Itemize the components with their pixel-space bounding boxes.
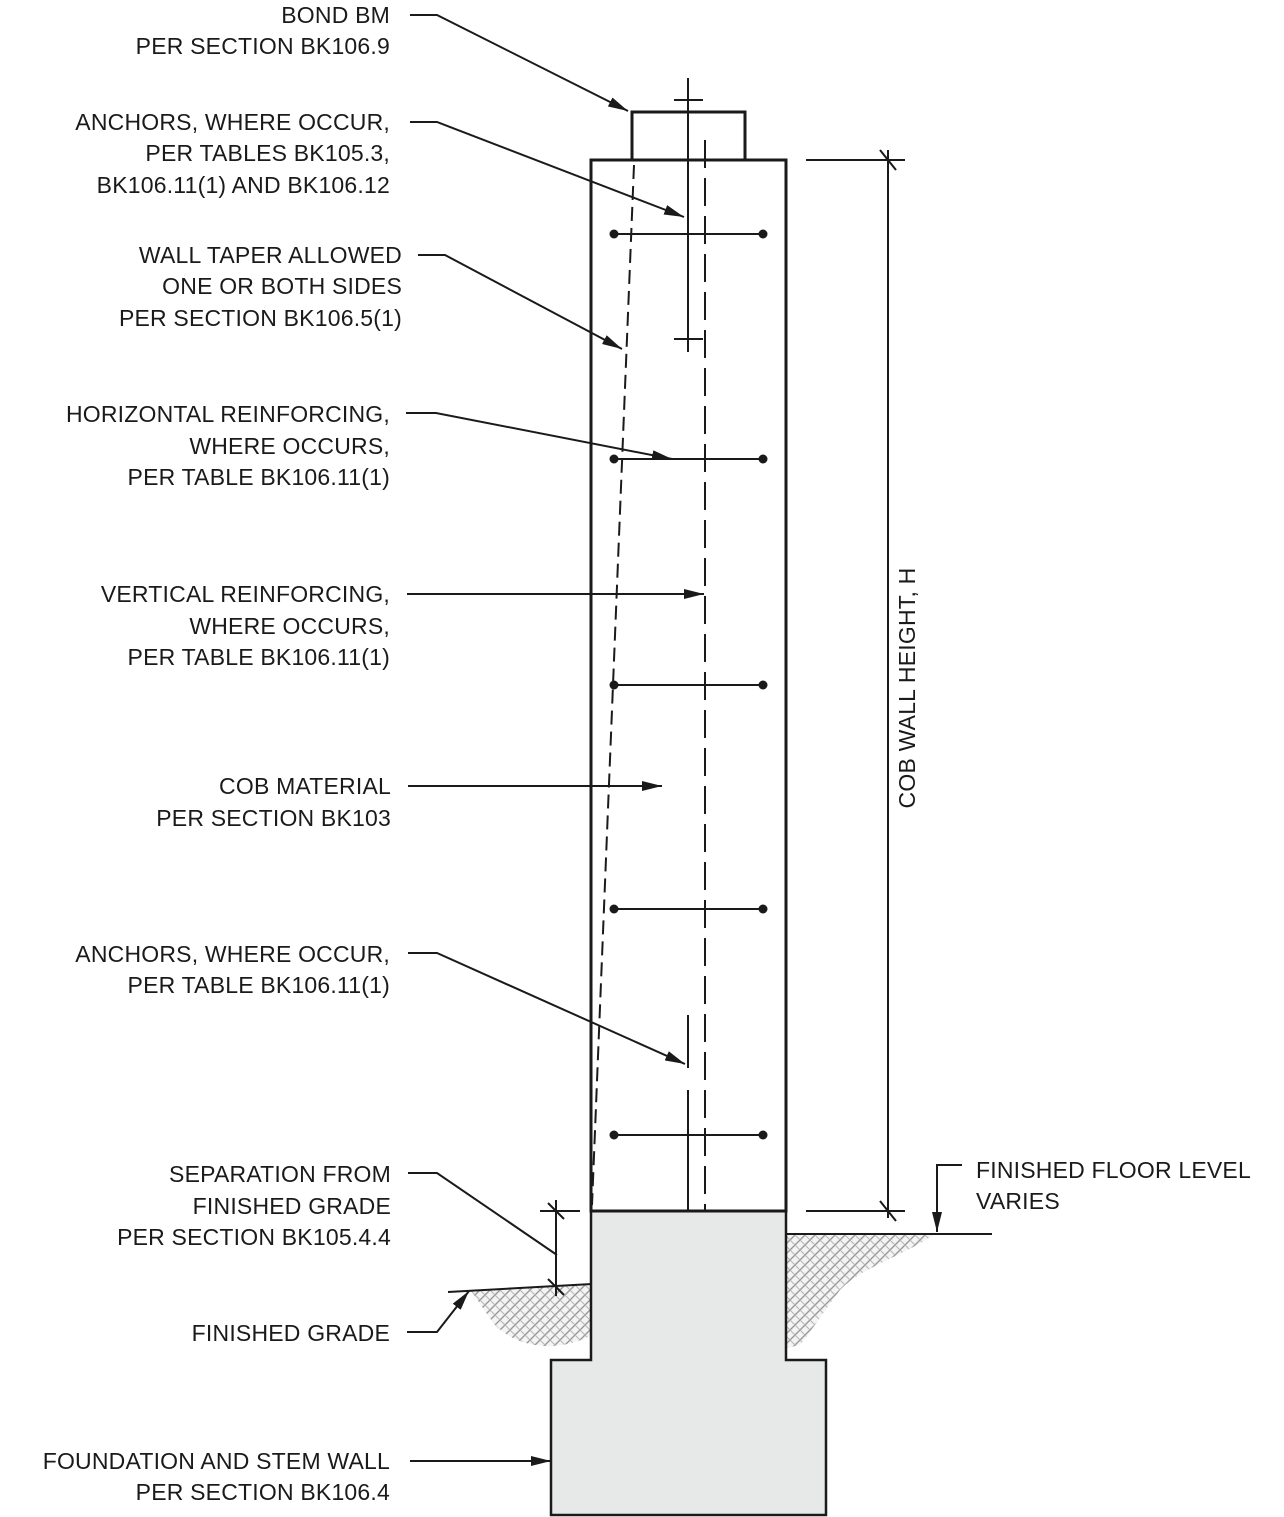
label-bond-beam: BOND BM PER SECTION BK106.9 — [136, 2, 390, 59]
label-anchors-top-line-1: ANCHORS, WHERE OCCUR, — [75, 109, 390, 135]
label-separation-line-1: SEPARATION FROM — [169, 1161, 391, 1187]
leader-separation — [408, 1172, 558, 1256]
bar-end — [609, 680, 619, 690]
label-vertical-reinforcing-line-2: WHERE OCCURS, — [189, 613, 390, 639]
label-horizontal-reinforcing-line-3: PER TABLE BK106.11(1) — [128, 464, 390, 490]
bar-end — [758, 680, 768, 690]
bar-end — [609, 454, 619, 464]
label-anchors-bottom-line-2: PER TABLE BK106.11(1) — [128, 972, 390, 998]
label-horizontal-reinforcing-line-1: HORIZONTAL REINFORCING, — [66, 401, 390, 427]
bar-end — [758, 229, 768, 239]
dim-tick-top — [879, 149, 897, 171]
bar-end — [758, 454, 768, 464]
label-wall-taper-line-2: ONE OR BOTH SIDES — [162, 273, 402, 299]
label-finished-floor-line-2: VARIES — [976, 1188, 1060, 1214]
label-finished-grade: FINISHED GRADE — [192, 1320, 390, 1346]
label-foundation-line-2: PER SECTION BK106.4 — [136, 1479, 390, 1505]
height-dimension — [806, 149, 905, 1222]
sep-tick-bottom — [547, 1278, 565, 1296]
bar-end — [758, 904, 768, 914]
label-cob-material-line-2: PER SECTION BK103 — [156, 805, 391, 831]
label-separation: SEPARATION FROM FINISHED GRADE PER SECTI… — [117, 1161, 391, 1250]
label-wall-taper: WALL TAPER ALLOWED ONE OR BOTH SIDES PER… — [119, 242, 402, 331]
wall-taper-line — [591, 164, 635, 1206]
leader-bond-beam — [410, 14, 629, 112]
label-wall-height: COB WALL HEIGHT, H — [894, 568, 920, 809]
separation-dimension — [540, 1200, 580, 1296]
dim-tick-bottom — [879, 1200, 897, 1222]
leader-anchors-bottom — [408, 952, 686, 1065]
foundation-stem-wall — [549, 1209, 828, 1517]
label-anchors-top-line-3: BK106.11(1) AND BK106.12 — [97, 172, 390, 198]
label-vertical-reinforcing-line-1: VERTICAL REINFORCING, — [101, 581, 390, 607]
leader-horizontal-reinforcing — [406, 412, 673, 461]
bar-end — [609, 229, 619, 239]
label-separation-line-3: PER SECTION BK105.4.4 — [117, 1224, 391, 1250]
finished-grade-line — [447, 1283, 593, 1293]
label-bond-beam-line-2: PER SECTION BK106.9 — [136, 33, 390, 59]
soil-left — [470, 1284, 592, 1347]
label-cob-material-line-1: COB MATERIAL — [219, 773, 391, 799]
label-anchors-bottom: ANCHORS, WHERE OCCUR, PER TABLE BK106.11… — [75, 941, 390, 998]
label-finished-floor-line-1: FINISHED FLOOR LEVEL — [976, 1157, 1251, 1183]
bar-end — [609, 904, 619, 914]
label-bond-beam-line-1: BOND BM — [281, 2, 390, 28]
label-anchors-top-line-2: PER TABLES BK105.3, — [145, 140, 390, 166]
label-finished-floor: FINISHED FLOOR LEVEL VARIES — [976, 1157, 1251, 1214]
leader-finished-floor — [932, 1164, 962, 1232]
label-cob-material: COB MATERIAL PER SECTION BK103 — [156, 773, 391, 831]
label-horizontal-reinforcing: HORIZONTAL REINFORCING, WHERE OCCURS, PE… — [66, 401, 390, 490]
soil-right — [786, 1234, 935, 1348]
label-vertical-reinforcing: VERTICAL REINFORCING, WHERE OCCURS, PER … — [101, 581, 390, 670]
leader-anchors-top — [410, 121, 685, 218]
leader-finished-grade — [407, 1290, 470, 1333]
label-vertical-reinforcing-line-3: PER TABLE BK106.11(1) — [128, 644, 390, 670]
label-anchors-bottom-line-1: ANCHORS, WHERE OCCUR, — [75, 941, 390, 967]
label-foundation: FOUNDATION AND STEM WALL PER SECTION BK1… — [43, 1448, 390, 1505]
bar-end — [758, 1130, 768, 1140]
label-finished-grade-line-1: FINISHED GRADE — [192, 1320, 390, 1346]
label-foundation-line-1: FOUNDATION AND STEM WALL — [43, 1448, 390, 1474]
label-wall-taper-line-3: PER SECTION BK106.5(1) — [119, 305, 402, 331]
horizontal-reinforcing-bars — [609, 229, 768, 1140]
label-anchors-top: ANCHORS, WHERE OCCUR, PER TABLES BK105.3… — [75, 109, 390, 198]
bar-end — [609, 1130, 619, 1140]
sep-tick-top — [547, 1202, 565, 1220]
label-wall-taper-line-1: WALL TAPER ALLOWED — [139, 242, 402, 268]
label-horizontal-reinforcing-line-2: WHERE OCCURS, — [189, 433, 390, 459]
label-separation-line-2: FINISHED GRADE — [193, 1193, 391, 1219]
leader-wall-taper — [418, 254, 623, 350]
